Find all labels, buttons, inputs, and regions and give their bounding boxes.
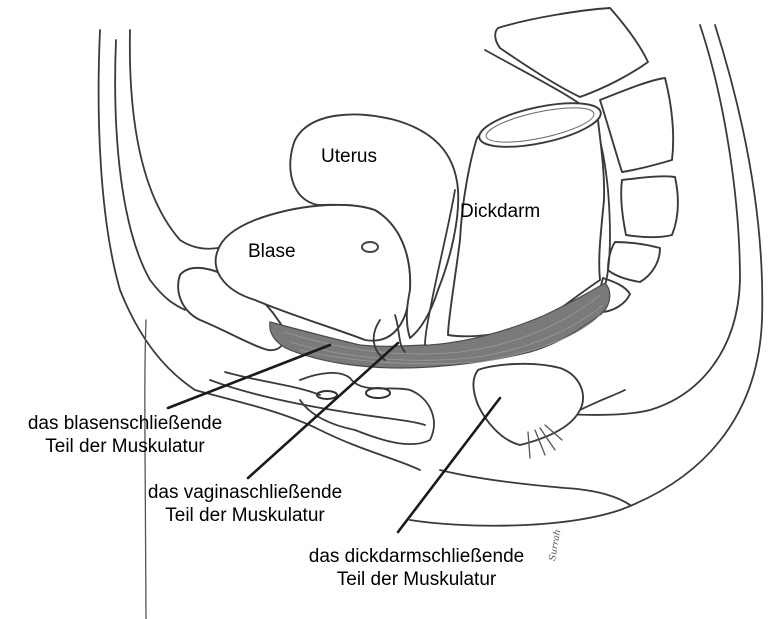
callout-colon-line2: Teil der Muskulatur <box>336 569 497 590</box>
callout-vagina-line2: Teil der Muskulatur <box>165 505 325 526</box>
abdominal-wall <box>97 29 219 619</box>
callout-colon-line1: das dickdarmschließende <box>308 546 525 567</box>
leader-line-bladder <box>166 343 332 410</box>
colon-label: Dickdarm <box>460 201 541 222</box>
uterus-shape <box>289 113 460 339</box>
leader-line-vagina <box>246 341 400 480</box>
bladder-label: Blase <box>248 241 296 262</box>
callout-bladder-line1: das blasenschließende <box>27 413 223 434</box>
callout-vaginal-sphincter: das vaginaschließende Teil der Muskulatu… <box>120 481 370 527</box>
callout-bladder-sphincter: das blasenschließende Teil der Muskulatu… <box>0 412 250 458</box>
pelvic-floor-muscle <box>269 282 611 369</box>
callout-colon-sphincter: das dickdarmschließende Teil der Muskula… <box>284 545 549 591</box>
callout-vagina-line1: das vaginaschließende <box>147 482 343 503</box>
sacrum <box>484 7 679 313</box>
uterus-label: Uterus <box>321 146 377 167</box>
ureter-opening <box>361 241 379 253</box>
leader-line-colon <box>396 396 502 534</box>
perineum <box>194 362 631 506</box>
posterior-body-wall <box>409 24 764 527</box>
callout-bladder-line2: Teil der Muskulatur <box>45 436 205 457</box>
colon-opening <box>478 102 602 148</box>
